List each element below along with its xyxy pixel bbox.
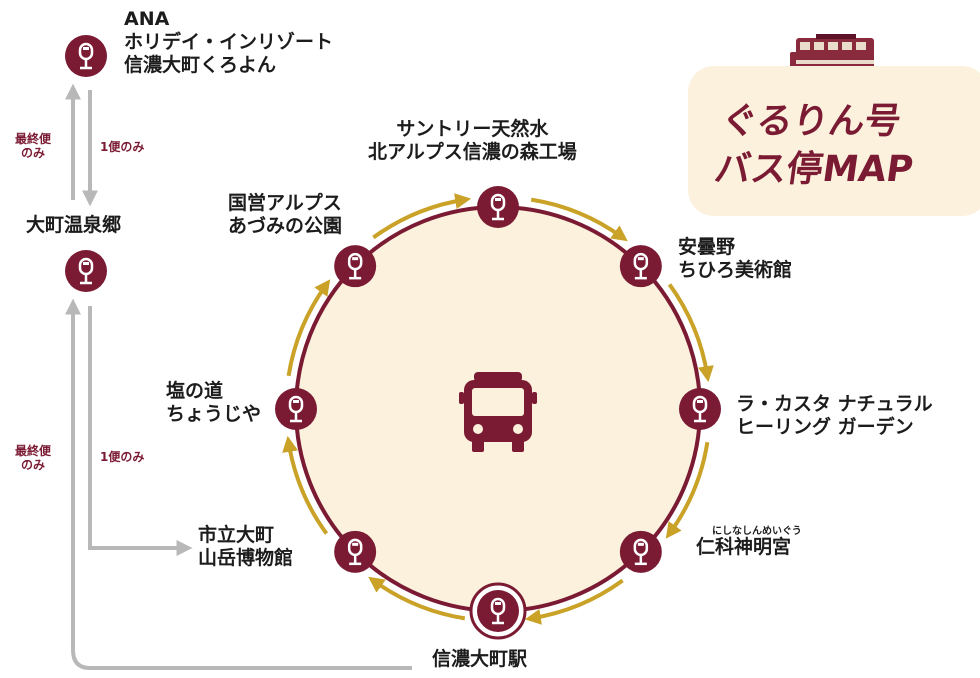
branch-arrow-to-museum bbox=[88, 306, 193, 556]
stop-label-omachi-onsen: 大町温泉郷 bbox=[26, 214, 122, 236]
direction-arrow-2 bbox=[667, 283, 714, 383]
direction-arrow-5 bbox=[368, 576, 466, 621]
bus-stop-icon-alps-park bbox=[334, 245, 377, 288]
stop-label-shio-no-michi: 塩の道 ちょうじや bbox=[166, 380, 262, 425]
note-one-trip-upper: 1便のみ bbox=[100, 140, 145, 154]
bus-stop-icon-ana-holiday-inn bbox=[65, 35, 107, 77]
bus-stop-icon-nishina bbox=[619, 530, 662, 573]
loop-direction-arrows bbox=[282, 193, 714, 625]
stop-label-ana-holiday-inn: ANA ホリデイ・インリゾート 信濃大町くろよん bbox=[124, 8, 334, 76]
stop-label-shinano-omachi-station: 信濃大町駅 bbox=[432, 648, 528, 670]
note-last-only-lower: 最終便のみ bbox=[14, 444, 51, 472]
direction-arrow-3 bbox=[665, 441, 710, 539]
branch-lines bbox=[65, 83, 412, 670]
title-line-1: ぐるりん号 bbox=[718, 101, 904, 142]
direction-arrow-1 bbox=[530, 197, 628, 242]
direction-arrow-8 bbox=[372, 193, 472, 240]
map-title: ぐるりん号 バス停MAP bbox=[711, 98, 923, 194]
note-last-only-upper: 最終便のみ bbox=[14, 132, 51, 160]
title-card bbox=[688, 66, 980, 216]
bus-stop-icon-la-casta bbox=[679, 388, 721, 430]
bus-stop-icon-omachi-onsen bbox=[65, 250, 107, 292]
stop-icons bbox=[65, 35, 721, 640]
branch-arrow-from-station bbox=[65, 298, 412, 670]
note-one-trip-lower: 1便のみ bbox=[100, 450, 145, 464]
bus-stop-icon-shio-no-michi bbox=[275, 388, 317, 430]
bus-stop-icon-azumino-chihiro bbox=[619, 245, 662, 288]
stop-label-la-casta: ラ・カスタ ナチュラル ヒーリング ガーデン bbox=[736, 393, 933, 438]
stop-label-suntory: サントリー天然水 北アルプス信濃の森工場 bbox=[368, 118, 577, 163]
bus-stop-icon-suntory bbox=[477, 186, 519, 228]
direction-arrow-7 bbox=[286, 279, 331, 377]
stop-label-alps-park: 国営アルプス あづみの公園 bbox=[228, 192, 343, 237]
stop-label-nishina: 仁科神明宮 bbox=[696, 536, 792, 558]
stop-ruby-nishina: にしなしんめいぐう bbox=[712, 526, 802, 537]
retro-bus-illustration bbox=[790, 34, 874, 82]
direction-arrow-6 bbox=[282, 435, 329, 535]
bus-stop-icon-sangaku-museum bbox=[334, 530, 377, 573]
bus-stop-icon-shinano-omachi-station bbox=[469, 582, 527, 640]
direction-arrow-4 bbox=[524, 578, 624, 625]
title-line-2: バス停MAP bbox=[711, 149, 916, 190]
stop-label-azumino-chihiro: 安曇野 ちひろ美術館 bbox=[678, 236, 793, 281]
bus-icon bbox=[459, 372, 537, 452]
stop-label-sangaku-museum: 市立大町 山岳博物館 bbox=[198, 524, 294, 569]
